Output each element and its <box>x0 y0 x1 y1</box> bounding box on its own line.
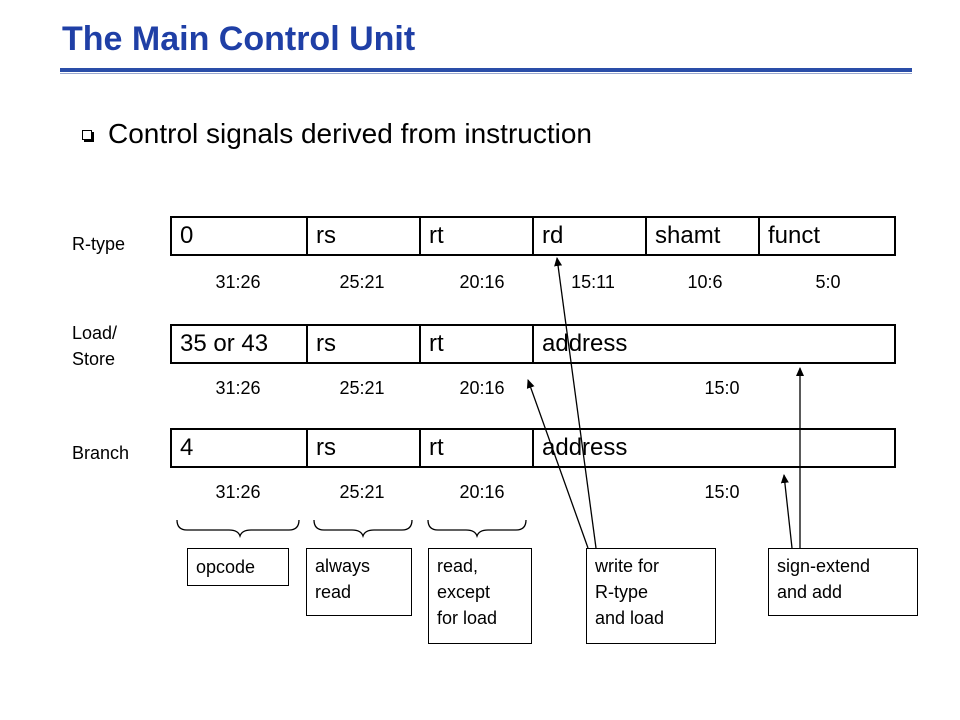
square-bullet-icon <box>82 130 92 140</box>
callout-write-rtype-load: write for R-type and load <box>586 548 716 644</box>
page-title: The Main Control Unit <box>62 20 416 58</box>
format-label-branch: Branch <box>72 443 130 463</box>
bit-range: 20:16 <box>459 378 505 398</box>
field-address: address <box>532 430 894 466</box>
callout-sign-extend-text: sign-extend and add <box>777 556 871 602</box>
callout-read-except-load-text: read, except for load <box>437 556 498 628</box>
arrow-signext-branch <box>780 474 793 549</box>
callout-opcode: opcode <box>187 548 289 586</box>
field-shamt: shamt <box>645 218 758 254</box>
field-rt: rt <box>419 326 532 362</box>
bit-range: 31:26 <box>215 378 261 398</box>
field-opcode: 35 or 43 <box>180 330 269 357</box>
field-rs: rs <box>306 326 419 362</box>
callout-always-read: always read <box>306 548 412 616</box>
format-label-rtype: R-type <box>72 234 126 254</box>
bit-range: 15:0 <box>704 482 740 502</box>
bit-range: 25:21 <box>339 272 385 292</box>
field-opcode: 0 <box>180 222 194 249</box>
field-rs: rs <box>306 430 419 466</box>
field-address: address <box>532 326 894 362</box>
field-rd: rd <box>532 218 645 254</box>
instruction-format-loadstore: 35 or 43 rs rt address <box>170 324 896 364</box>
callout-write-rtype-load-text: write for R-type and load <box>595 556 665 628</box>
callout-read-except-load: read, except for load <box>428 548 532 644</box>
bit-range: 25:21 <box>339 482 385 502</box>
brace-rs <box>313 519 413 539</box>
bit-range: 20:16 <box>459 272 505 292</box>
arrow-write-to-rt <box>526 379 589 549</box>
callout-sign-extend: sign-extend and add <box>768 548 918 616</box>
bit-range: 5:0 <box>815 272 841 292</box>
title-underline <box>60 68 912 72</box>
field-rt: rt <box>419 430 532 466</box>
field-opcode: 4 <box>180 434 194 461</box>
instruction-format-rtype: 0 rs rt rd shamt funct <box>170 216 896 256</box>
brace-opcode <box>176 519 300 539</box>
instruction-format-branch: 4 rs rt address <box>170 428 896 468</box>
bit-range: 25:21 <box>339 378 385 398</box>
bit-range: 31:26 <box>215 482 261 502</box>
bit-range: 20:16 <box>459 482 505 502</box>
arrow-write-to-rd <box>554 257 597 549</box>
bullet-text: Control signals derived from instruction <box>108 118 592 149</box>
format-label-loadstore: Load/ Store <box>72 323 118 369</box>
bit-range: 15:0 <box>704 378 740 398</box>
bit-range: 31:26 <box>215 272 261 292</box>
bit-range: 10:6 <box>687 272 723 292</box>
callout-always-read-text: always read <box>315 556 371 602</box>
bit-range: 15:11 <box>571 272 615 292</box>
field-funct: funct <box>758 218 894 254</box>
field-rs: rs <box>306 218 419 254</box>
callout-opcode-text: opcode <box>196 557 256 577</box>
brace-rt <box>427 519 527 539</box>
title-underline-thin <box>60 73 912 74</box>
field-rt: rt <box>419 218 532 254</box>
